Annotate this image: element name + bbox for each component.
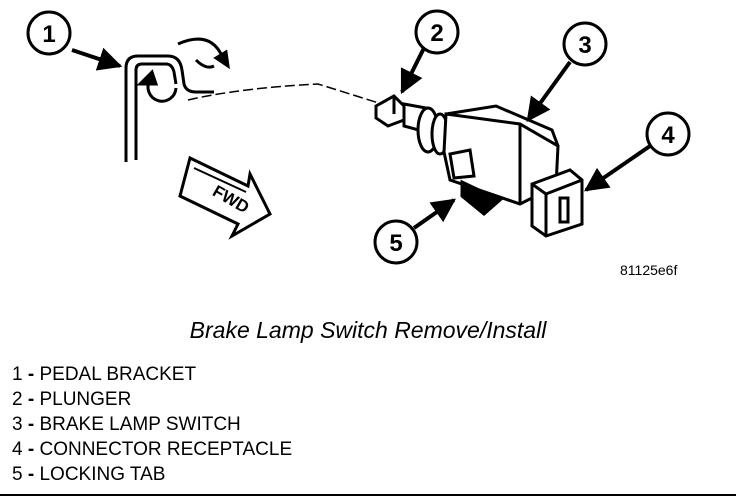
- bracket-hole: [136, 69, 178, 103]
- svg-text:1: 1: [42, 21, 55, 48]
- figure-code: 81125e6f: [620, 262, 678, 278]
- callout-2: 2: [414, 9, 460, 55]
- callout-1: 1: [26, 10, 72, 56]
- bottom-rule: [0, 494, 736, 496]
- pedal-bracket: [124, 54, 214, 162]
- svg-text:2: 2: [430, 20, 443, 47]
- callout-3: 3: [562, 21, 608, 67]
- legend-list: 1 - PEDAL BRACKET 2 - PLUNGER 3 - BRAKE …: [12, 362, 292, 487]
- legend-item: 4 - CONNECTOR RECEPTACLE: [12, 439, 293, 460]
- svg-text:3: 3: [578, 32, 591, 59]
- rotation-arrow: [177, 37, 230, 70]
- svg-text:5: 5: [389, 230, 402, 257]
- callout-5: 5: [373, 219, 419, 265]
- legend-item: 1 - PEDAL BRACKET: [12, 364, 197, 385]
- legend-item: 2 - PLUNGER: [12, 389, 132, 410]
- fwd-arrow: FWD: [178, 155, 272, 240]
- brake-lamp-switch-diagram: FWD 1 2 3: [26, 9, 691, 265]
- brake-lamp-switch: [374, 94, 584, 238]
- leader-lines: [71, 47, 652, 230]
- svg-text:4: 4: [661, 122, 675, 149]
- centerline: [187, 83, 383, 105]
- legend-item: 5 - LOCKING TAB: [12, 464, 166, 485]
- callout-4: 4: [645, 111, 691, 157]
- figure-caption: Brake Lamp Switch Remove/Install: [189, 317, 547, 343]
- legend-item: 3 - BRAKE LAMP SWITCH: [12, 414, 241, 435]
